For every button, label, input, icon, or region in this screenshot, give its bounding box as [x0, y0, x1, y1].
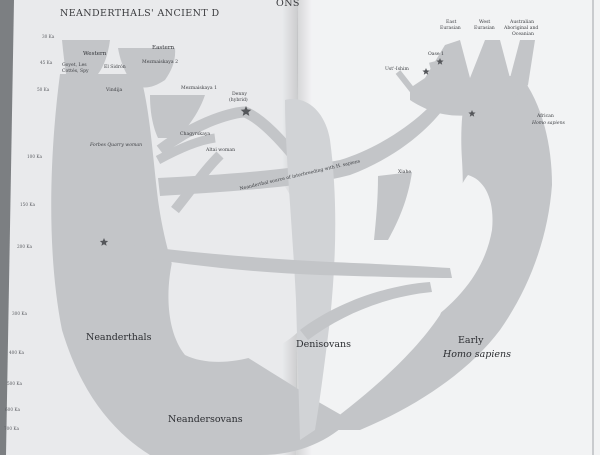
label-east-eurasian-2: Eurasian [440, 25, 461, 31]
axis-tick: 200 Ka [17, 244, 32, 249]
xiahe-branch [374, 172, 412, 240]
axis-tick: 45 Ka [40, 60, 53, 65]
sapiens-link-band [300, 282, 432, 340]
label-western: Western [83, 51, 107, 57]
chagyrskaya-branch [155, 133, 216, 164]
right-page-lines [592, 0, 594, 455]
label-african-2: Homo sapiens [531, 120, 566, 126]
label-eastern: Eastern [152, 45, 175, 51]
ust-ishim-star-icon [422, 68, 430, 75]
denisovan-link-band [98, 240, 452, 278]
label-west-eurasian-2: Eurasian [474, 25, 495, 31]
label-mezmaiskaya-1: Mezmaiskaya 1 [181, 85, 217, 91]
label-denny-2: (hybrid) [229, 96, 248, 103]
label-african: African [536, 113, 554, 119]
sample-markers [99, 58, 476, 246]
running-head: NEANDERTHALS' ANCIENT D [60, 8, 220, 19]
label-early-sapiens: Early [458, 335, 484, 346]
label-oase: Oase 1 [428, 51, 444, 57]
label-denisovans: Denisovans [296, 339, 351, 350]
neanderthal-trunk [51, 74, 350, 455]
sapiens-trunk [320, 75, 552, 430]
label-vindija: Vindija [105, 87, 122, 93]
label-australian: Australian [509, 19, 534, 25]
mezmaiskaya-stem [150, 95, 205, 138]
label-chagyrskaya: Chagyrskaya [180, 131, 210, 137]
label-altai-woman: Altai woman [205, 147, 235, 153]
axis-tick: 600 Ka [5, 407, 20, 412]
western-neanderthal-branch [62, 40, 110, 74]
label-neanderthals: Neanderthals [86, 332, 152, 343]
eastern-neanderthal-branch [118, 48, 176, 88]
label-australian-3: Oceanian [512, 31, 534, 37]
axis-tick: 50 Ka [37, 87, 50, 92]
time-axis: 30 Ka 45 Ka 50 Ka 100 Ka 150 Ka 200 Ka 3… [4, 34, 55, 431]
label-east-eurasian: East [446, 19, 456, 25]
label-early-sapiens-2: Homo sapiens [442, 349, 511, 360]
label-el-sidron: El Sidrón [104, 63, 126, 70]
label-goyet-2: Cottés, Spy [62, 67, 89, 74]
axis-tick: 100 Ka [27, 154, 42, 159]
oase-star-icon [436, 58, 444, 65]
neandersovan-star-icon [99, 238, 109, 246]
denny-star-icon [240, 106, 252, 116]
african-star-icon [468, 110, 476, 117]
label-forbes-quarry: Forbes Quarry woman [89, 142, 142, 148]
axis-tick: 150 Ka [20, 202, 35, 207]
label-ust-ishim: Ust'-Ishim [385, 66, 409, 72]
label-xiahe: Xiahe [398, 169, 411, 175]
axis-tick: 300 Ka [12, 311, 27, 316]
label-mezmaiskaya-2: Mezmaiskaya 2 [142, 59, 178, 65]
axis-tick: 30 Ka [42, 34, 55, 39]
label-australian-2: Aboriginal and [503, 25, 538, 31]
axis-tick: 500 Ka [7, 381, 22, 386]
oase-branch [429, 61, 443, 96]
running-head-right: ONS [276, 0, 300, 9]
label-denny: Denny [232, 91, 247, 97]
label-neandersovans: Neandersovans [168, 414, 243, 425]
sapiens-fan [410, 40, 535, 116]
label-goyet: Goyet, Les [62, 62, 87, 68]
axis-tick: 400 Ka [9, 350, 24, 355]
ust-ishim-branch [395, 70, 423, 102]
axis-tick: 700 Ka [4, 426, 19, 431]
label-west-eurasian: West [479, 19, 490, 25]
